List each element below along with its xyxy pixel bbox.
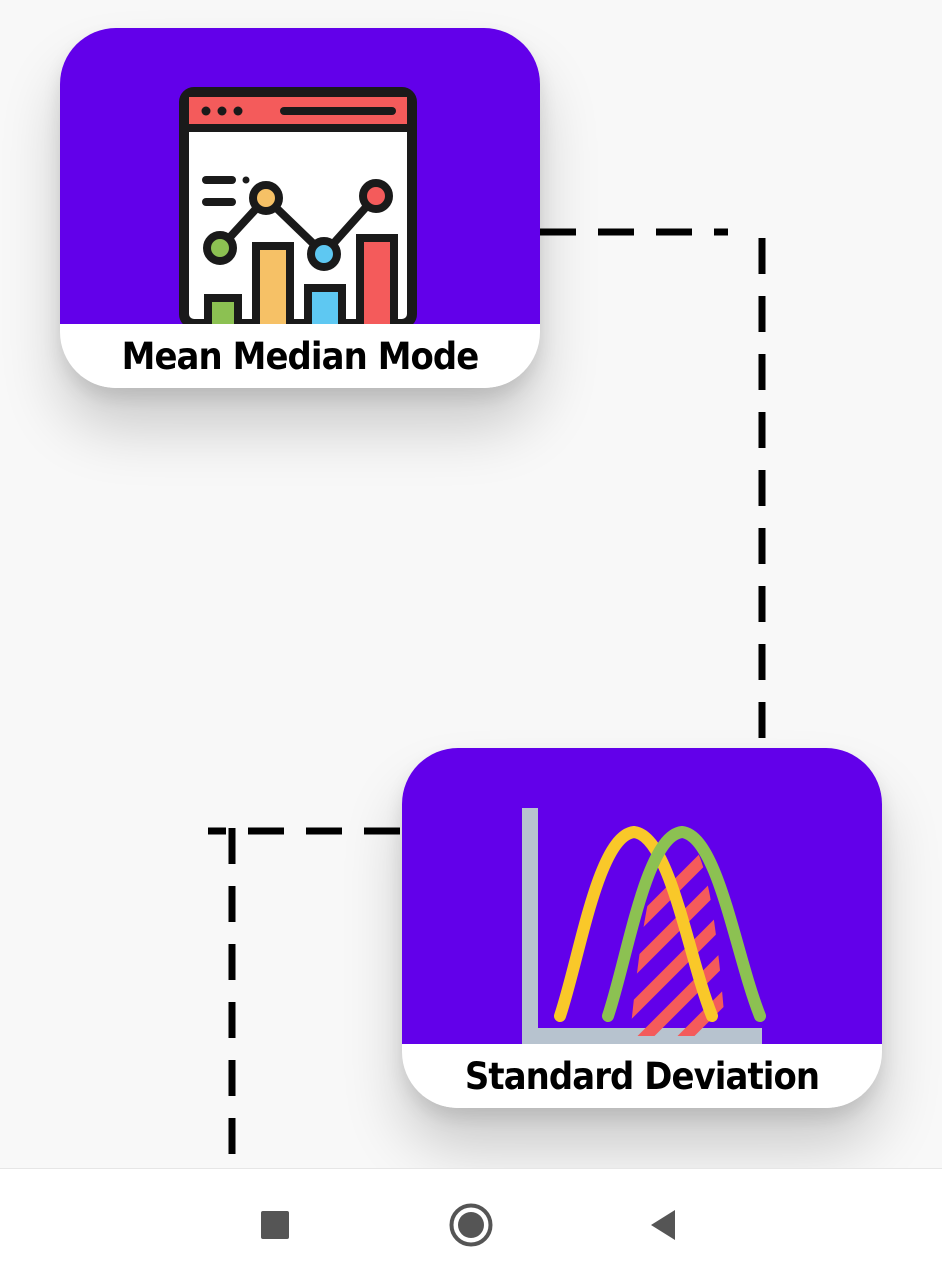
- dashed-connector-path: [208, 228, 766, 1168]
- circle-home-icon: [449, 1203, 493, 1247]
- triangle-back-icon: [651, 1210, 675, 1240]
- home-button[interactable]: [445, 1199, 497, 1251]
- mean-median-mode-card[interactable]: Mean Median Mode: [60, 28, 540, 388]
- card-icon-area: [60, 28, 540, 324]
- back-button[interactable]: [637, 1199, 689, 1251]
- normal-distribution-curves-icon: [522, 808, 766, 1044]
- standard-deviation-card[interactable]: Standard Deviation: [402, 748, 882, 1108]
- card-label: Mean Median Mode: [80, 324, 520, 388]
- card-label: Standard Deviation: [422, 1044, 862, 1108]
- recent-apps-button[interactable]: [249, 1199, 301, 1251]
- card-icon-area: [402, 748, 882, 1044]
- analytics-dashboard-icon: [179, 87, 417, 324]
- system-navigation-bar: [0, 1168, 942, 1281]
- square-icon: [261, 1211, 289, 1239]
